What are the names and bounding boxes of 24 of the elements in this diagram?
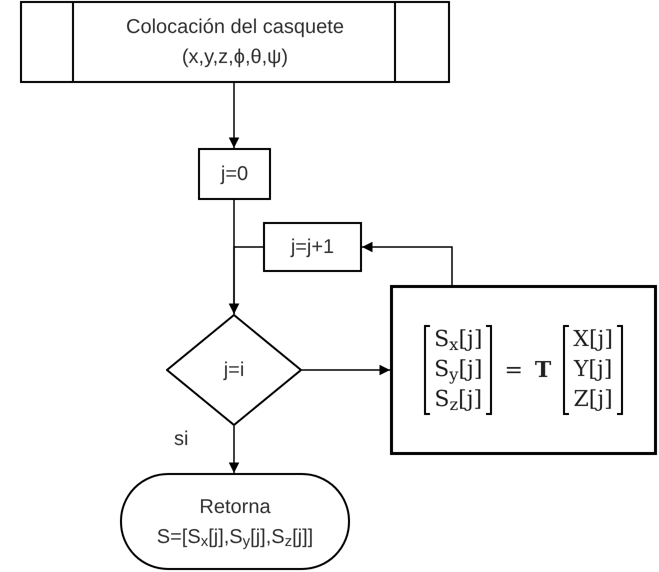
process-box [263, 222, 362, 272]
matrix-entry: Y[j] [573, 356, 613, 384]
arrow [302, 364, 390, 376]
arrow [228, 83, 240, 148]
matrix-entry: S$_{x}$[j] [434, 326, 482, 355]
matrix-symbol: T [534, 356, 552, 384]
arrow [362, 242, 453, 285]
node-text: j=0 [220, 162, 248, 187]
node-text: S=[S$_{x}$[j],S$_{y}$[j],S$_{z}$[j]] [156, 524, 314, 552]
predefined-process-box [20, 1, 450, 83]
matrix-entry: S$_{y}$[j] [434, 356, 482, 385]
process-box [198, 148, 271, 200]
matrix-entry: Z[j] [573, 386, 613, 414]
arrow [228, 426, 240, 473]
decision-diamond [166, 314, 302, 426]
node-text: j=i [224, 359, 244, 381]
matrix-entry: X[j] [573, 326, 613, 354]
process-box [390, 285, 657, 455]
matrix-entry: S$_{z}$[j] [434, 386, 482, 415]
node-text: Retorna [199, 494, 271, 520]
node-text: Colocación del casquete (x,y,z,ϕ,θ,ψ) [126, 16, 344, 68]
arrow [228, 246, 263, 314]
node-text: j=j+1 [290, 235, 334, 260]
equals-sign: = [504, 356, 523, 384]
